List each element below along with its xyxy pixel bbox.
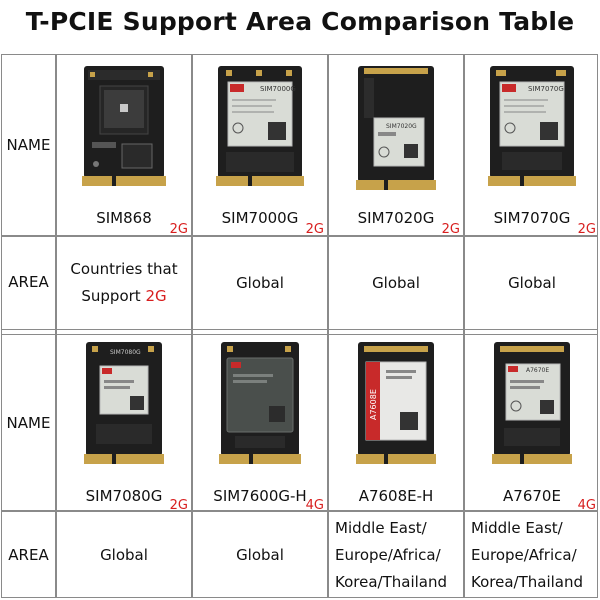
generation-badge: 2G [169, 498, 188, 513]
area-cell: Global [372, 273, 420, 292]
module-name: SIM7000G [221, 209, 299, 227]
module-name: A7608E-H [358, 487, 434, 505]
area-line-text: Support [81, 287, 141, 305]
area-cell: Countries that Support 2G [57, 237, 191, 329]
area-cell: Global [236, 273, 284, 292]
module-cell-a7670e: A7670E A7670E 4G [465, 336, 599, 513]
area-line: Europe/Africa/ [335, 546, 441, 564]
a7608e-h-board-image: A7608E [356, 342, 436, 464]
row-header-name: NAME [6, 413, 51, 432]
area-line: Korea/Thailand [471, 573, 583, 591]
module-cell-sim7070g: SIM7070G SIM7070G 2G [465, 55, 599, 237]
module-cell-sim7000g: SIM7000G SIM7000G 2G [193, 55, 327, 237]
col-divider [55, 55, 57, 597]
module-name: SIM7020G [357, 209, 435, 227]
area-line: Middle East/ [335, 519, 427, 537]
module-name: SIM7070G [493, 209, 571, 227]
sim7600g-h-board-image [219, 342, 301, 464]
area-cell: Global [236, 546, 284, 564]
chip-label: A7608E [369, 389, 378, 420]
comparison-table: NAME AREA NAME AREA SIM868 2G [1, 54, 598, 598]
module-cell-a7608e-h: A7608E A7608E-H [329, 336, 463, 510]
module-cell-sim7020g: SIM7020G SIM7020G 2G [329, 55, 463, 237]
area-line: Countries that [70, 260, 178, 278]
col-divider [191, 55, 193, 597]
generation-badge: 4G [305, 498, 324, 513]
col-divider [463, 55, 465, 597]
generation-badge: 2G [441, 222, 460, 237]
module-name: SIM7600G-H [213, 487, 307, 505]
module-cell-sim7080g: SIM7080G SIM7080G 2G [57, 336, 191, 513]
col-divider [327, 55, 329, 597]
area-cell: Global [508, 273, 556, 292]
chip-label: SIM7020G [386, 123, 417, 130]
area-line: Europe/Africa/ [471, 546, 577, 564]
sim7020g-board-image: SIM7020G [356, 66, 436, 190]
area-line: Support 2G [81, 283, 166, 310]
chip-label: A7670E [526, 367, 549, 374]
module-cell-sim868: SIM868 2G [57, 55, 191, 237]
generation-badge: 2G [305, 222, 324, 237]
generation-badge: 2G [169, 222, 188, 237]
module-name: SIM7080G [85, 487, 163, 505]
area-cell: Middle East/ Europe/Africa/ Korea/Thaila… [329, 512, 463, 599]
a7670e-board-image: A7670E [492, 342, 572, 464]
row-header-area: AREA [8, 545, 49, 564]
section-gap [2, 329, 597, 335]
row-divider [2, 510, 597, 512]
sim7070g-board-image: SIM7070G [488, 66, 576, 186]
row-divider [2, 235, 597, 237]
row-header-area: AREA [8, 273, 49, 291]
chip-label: SIM7080G [110, 349, 141, 356]
page-title: T-PCIE Support Area Comparison Table [25, 7, 575, 36]
area-cell: Middle East/ Europe/Africa/ Korea/Thaila… [465, 512, 599, 599]
area-highlight: 2G [145, 287, 167, 305]
generation-badge: 4G [577, 498, 596, 513]
chip-label: SIM7070G [528, 85, 564, 93]
sim7080g-board-image: SIM7080G [84, 342, 164, 464]
module-name: SIM868 [96, 209, 152, 227]
area-line: Middle East/ [471, 519, 563, 537]
sim7000g-board-image: SIM7000G [216, 66, 304, 186]
row-header-name: NAME [6, 136, 51, 154]
chip-label: SIM7000G [260, 85, 296, 93]
area-cell: Global [100, 546, 148, 564]
module-cell-sim7600g-h: SIM7600G-H 4G [193, 336, 327, 513]
sim868-board-image [82, 66, 166, 186]
module-name: A7670E [503, 487, 561, 505]
generation-badge: 2G [577, 222, 596, 237]
area-line: Korea/Thailand [335, 573, 447, 591]
